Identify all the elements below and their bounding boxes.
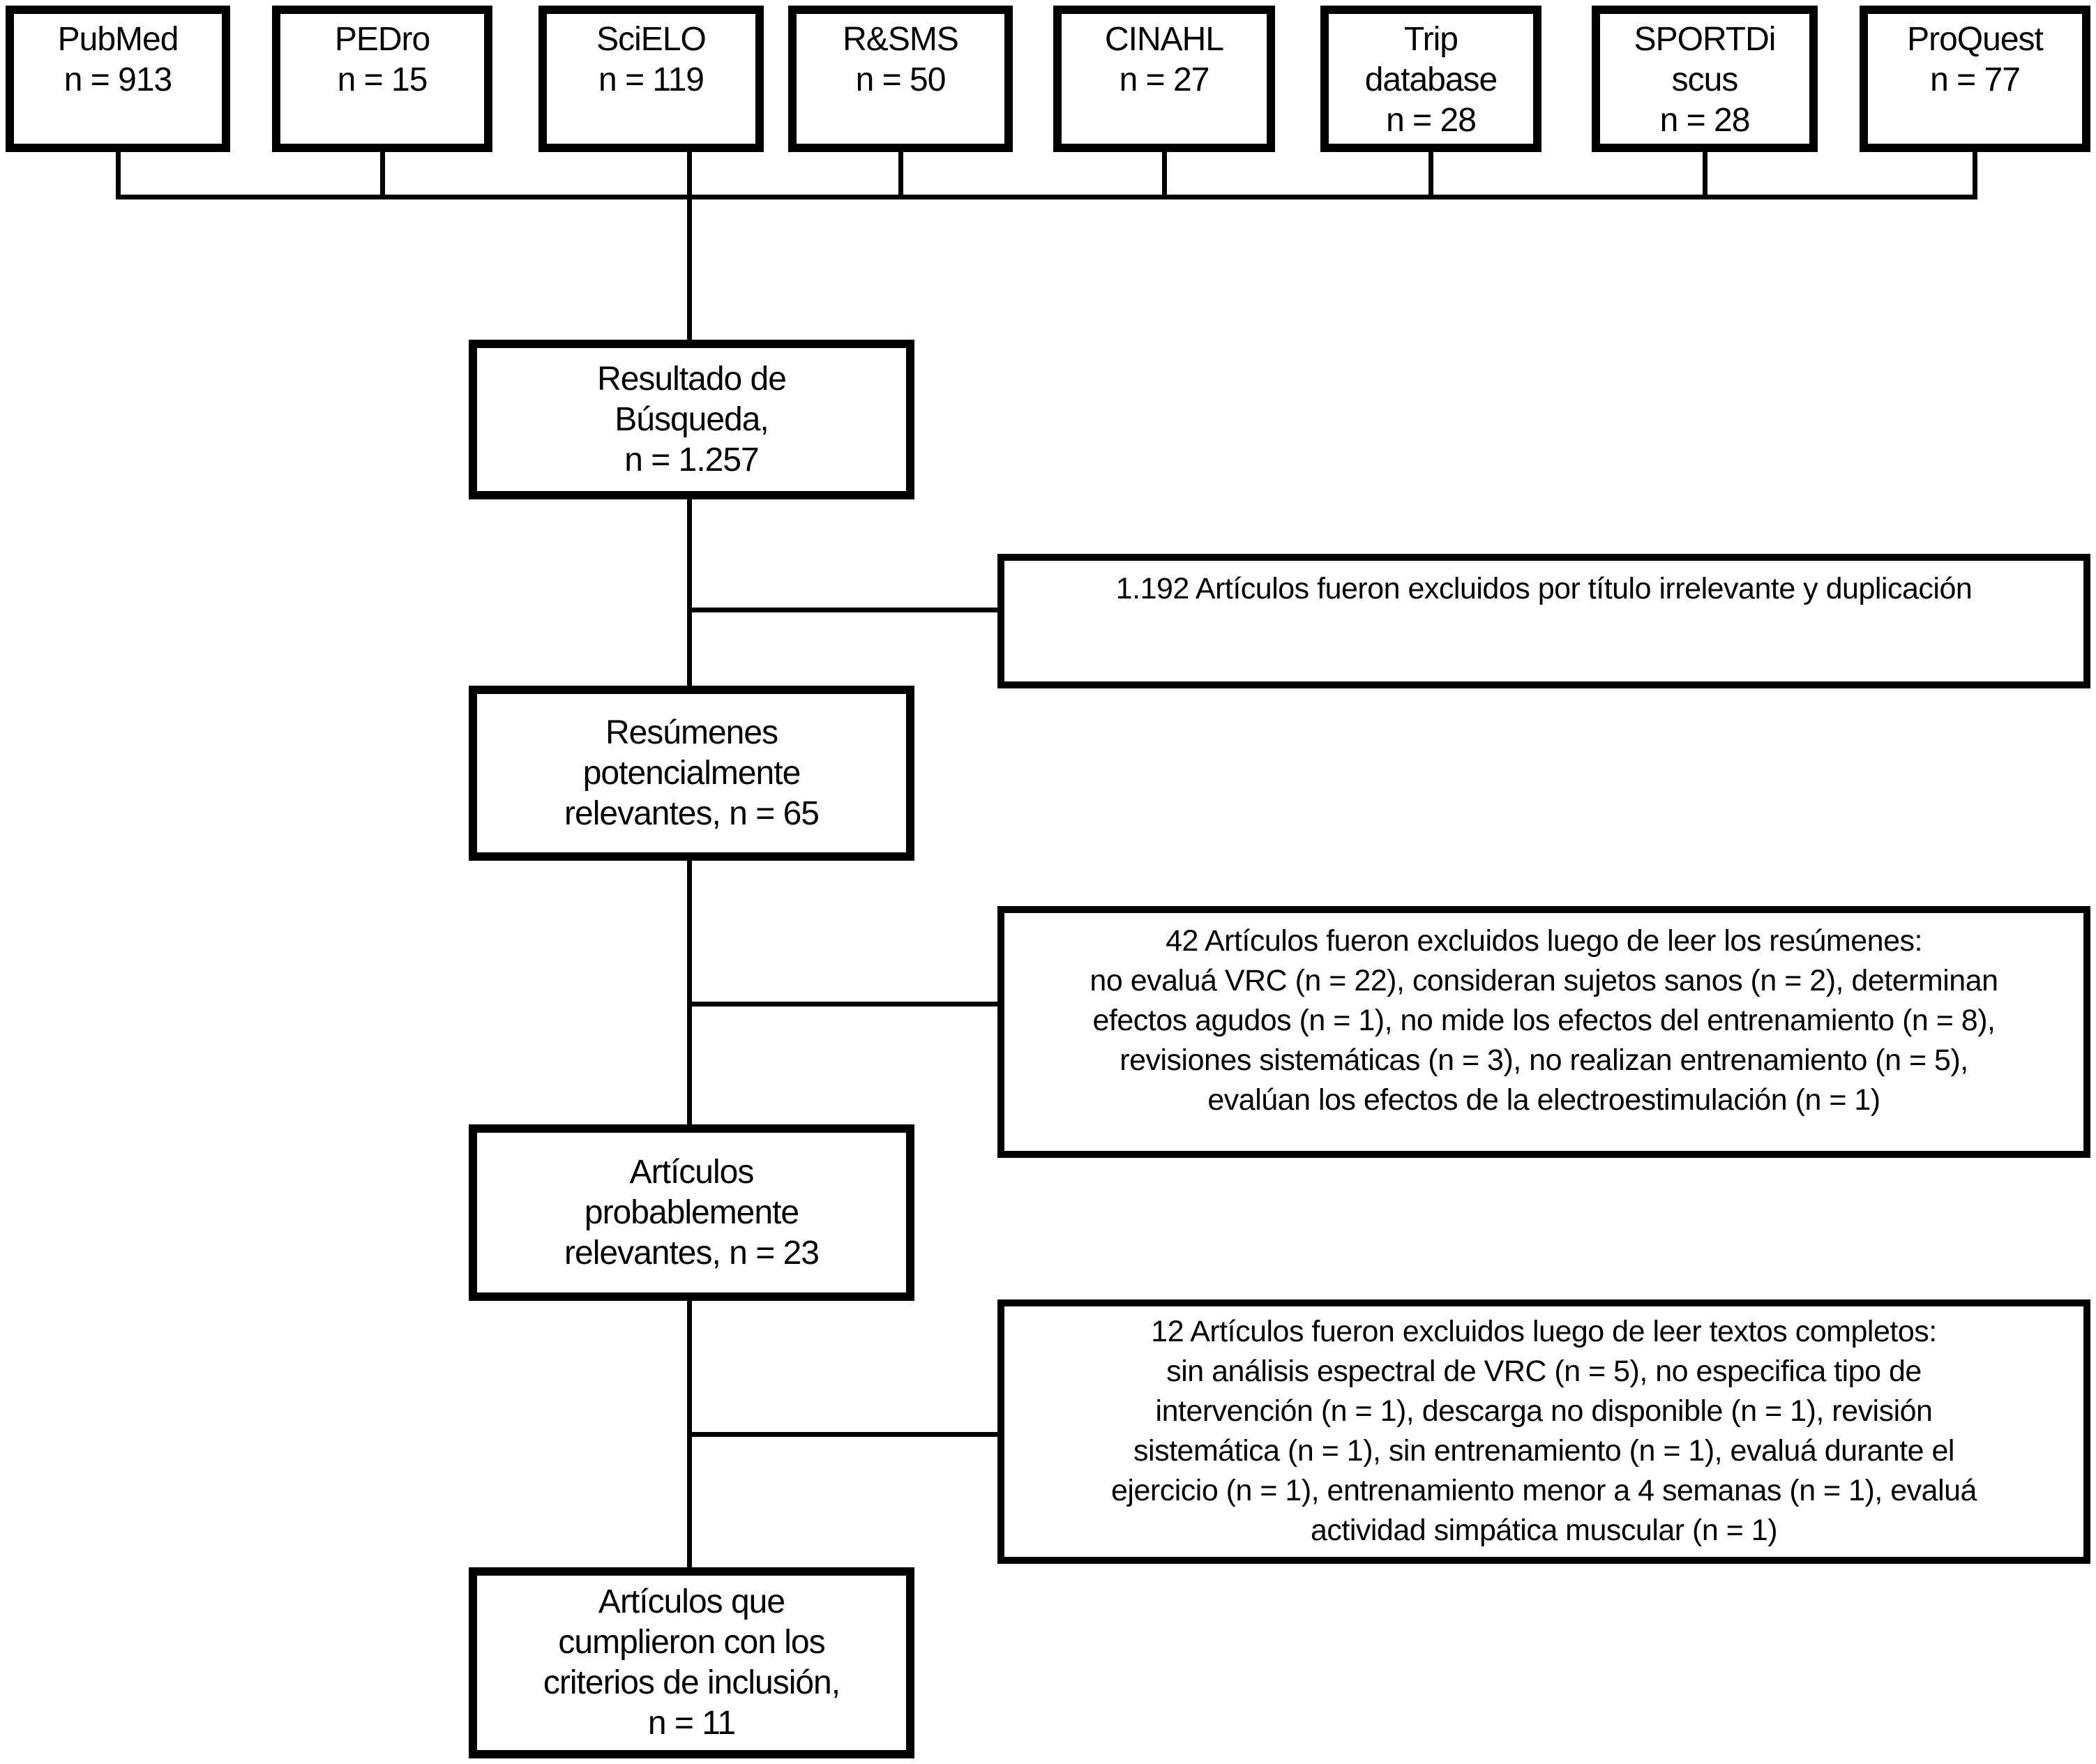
exclusion-box-fulltext-screening: 12 Artículos fueron excluidos luego de l… [997,1299,2090,1564]
source-box-cinahl: CINAHL n = 27 [1053,6,1275,152]
source-box-pubmed: PubMed n = 913 [6,6,230,152]
exclusion-box-fulltext-screening-label: 12 Artículos fueron excluidos luego de l… [1111,1315,1977,1547]
source-box-trip-database-label: Trip database n = 28 [1364,21,1498,139]
stage-box-included-articles: Artículos que cumplieron con los criteri… [469,1567,914,1758]
stage-box-relevant-abstracts-label: Resúmenes potencialmente relevantes, n =… [564,714,820,832]
source-box-pubmed-label: PubMed n = 913 [57,21,179,98]
source-box-pedro-label: PEDro n = 15 [334,21,430,98]
exclusion-branch-1-line [689,608,1000,612]
stage-box-search-results: Resultado de Búsqueda, n = 1.257 [469,340,914,499]
stub-proquest-line [1973,152,1977,199]
source-box-scielo: SciELO n = 119 [538,6,764,152]
stage-box-probably-relevant-label: Artículos probablemente relevantes, n = … [564,1153,820,1272]
source-box-rsms-label: R&SMS n = 50 [843,21,959,98]
stage-box-included-articles-label: Artículos que cumplieron con los criteri… [543,1583,840,1742]
stub-sportdiscus-line [1703,152,1707,199]
source-box-rsms: R&SMS n = 50 [788,6,1013,152]
exclusion-box-title-screening-label: 1.192 Artículos fueron excluidos por tít… [1115,572,1973,605]
exclusion-box-title-screening: 1.192 Artículos fueron excluidos por tít… [997,554,2090,688]
source-box-pedro: PEDro n = 15 [272,6,492,152]
stage-box-probably-relevant: Artículos probablemente relevantes, n = … [469,1124,914,1301]
source-box-sportdiscus: SPORTDi scus n = 28 [1592,6,1818,152]
source-box-cinahl-label: CINAHL n = 27 [1104,21,1224,98]
source-box-proquest: ProQuest n = 77 [1860,6,2090,152]
stage-box-relevant-abstracts: Resúmenes potencialmente relevantes, n =… [469,686,914,861]
stub-pubmed-line [116,152,121,199]
exclusion-branch-3-line [689,1432,1000,1437]
sources-collector-line [116,195,1977,199]
stub-pedro-line [380,152,385,199]
source-box-scielo-label: SciELO n = 119 [596,21,707,98]
exclusion-branch-2-line [689,1002,1000,1007]
exclusion-box-abstract-screening-label: 42 Artículos fueron excluidos luego de l… [1090,924,1998,1117]
exclusion-box-abstract-screening: 42 Artículos fueron excluidos luego de l… [997,906,2090,1158]
source-box-sportdiscus-label: SPORTDi scus n = 28 [1634,21,1777,139]
stub-cinahl-line [1162,152,1167,199]
source-box-proquest-label: ProQuest n = 77 [1907,21,2044,98]
stub-rsms-line [898,152,903,199]
source-box-trip-database: Trip database n = 28 [1320,6,1541,152]
stage-box-search-results-label: Resultado de Búsqueda, n = 1.257 [597,360,787,478]
stub-trip-line [1428,152,1433,199]
